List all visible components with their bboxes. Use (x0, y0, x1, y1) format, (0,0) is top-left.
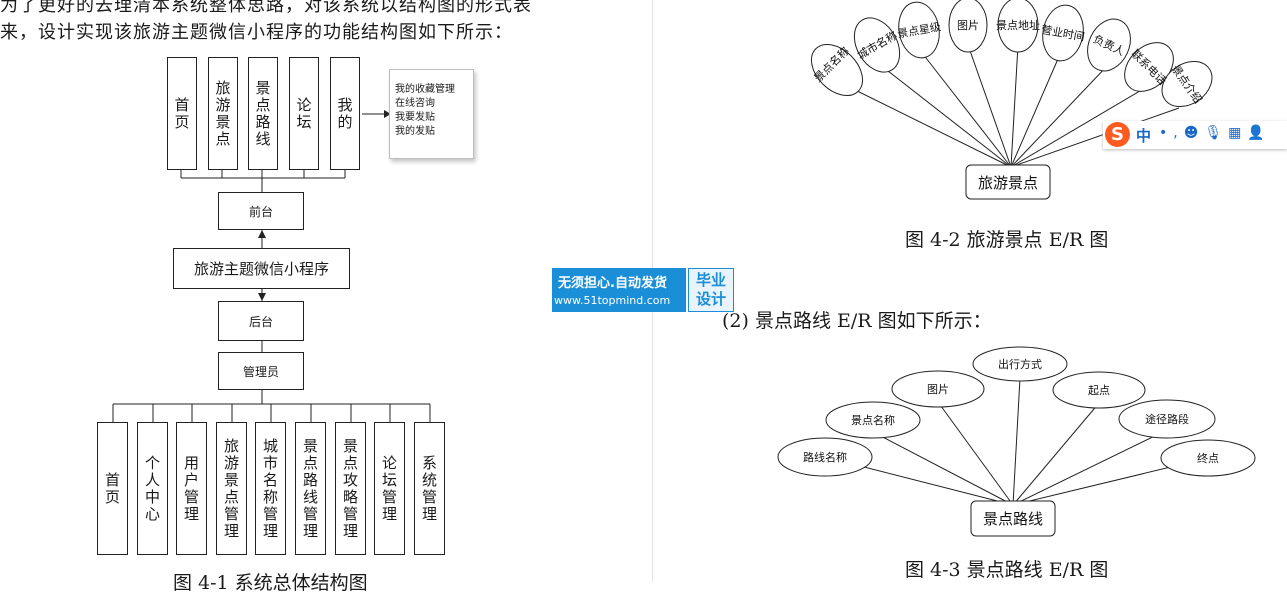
mine-item: 我的发贴 (395, 126, 435, 137)
watermark-badge-line-2: 设计 (695, 290, 726, 308)
mine-item: 我的收藏管理 (395, 84, 455, 95)
front-module-mine: 我的 (330, 57, 360, 170)
er1-attr-ellipse (811, 44, 863, 96)
er2-attr-ellipse (777, 437, 873, 477)
admin-module-guides: 景点攻略管理 (335, 422, 366, 555)
body-text-line-1: 为了更好的去理清本系统整体思路，对该系统以结构图的形式表 (0, 0, 532, 16)
admin-module-profile: 个人中心 (137, 422, 168, 555)
body-text-line-2: 来，设计实现该旅游主题微信小程序的功能结构图如下所示： (0, 22, 513, 43)
er2-entity-rect (970, 500, 1056, 537)
watermark-slogan: 无须担心.自动发货 (558, 276, 667, 291)
front-module-forum: 论坛 (289, 57, 319, 170)
er2-attr-label: 出行方式 (998, 357, 1042, 371)
er1-attr-ellipse (1087, 18, 1131, 72)
mine-item: 我要发贴 (395, 112, 435, 123)
er-diagram-routes: 路线名称 景点名称 图片 出行方式 起点 途径路段 终点 景点路线 (777, 346, 1256, 537)
er2-attr-label: 图片 (927, 383, 949, 396)
watermark-slogan-panel: 无须担心.自动发货 www.51topmind.com (552, 268, 686, 312)
ime-logo-icon[interactable]: S (1105, 122, 1130, 147)
ime-tool-icons: •,☻🎙▦👤 (1159, 125, 1271, 141)
er1-attr-ellipse (1124, 42, 1174, 92)
watermark-badge-line-1: 毕业 (695, 271, 726, 289)
er2-intro-text: (2) 景点路线 E/R 图如下所示： (722, 310, 992, 332)
microphone-icon[interactable]: 🎙 (1204, 125, 1229, 141)
er2-attr-label: 途径路段 (1145, 412, 1189, 426)
er1-attr-ellipse (948, 0, 988, 53)
er2-attr-ellipse (1052, 371, 1146, 409)
er2-attr-label: 终点 (1197, 451, 1219, 465)
er1-entity-label: 旅游景点 (978, 174, 1038, 192)
er2-attr-label: 景点名称 (851, 413, 895, 427)
admin-module-home: 首页 (97, 422, 128, 555)
er1-attr-label: 景点地址 (996, 18, 1040, 32)
emoji-icon[interactable]: ☻ (1183, 125, 1205, 141)
front-module-home: 首页 (167, 57, 197, 170)
admin-module-forum: 论坛管理 (374, 422, 405, 555)
er2-attr-ellipse (891, 370, 985, 408)
watermark-badge: 无须担心.自动发货 www.51topmind.com 毕业 设计 (552, 268, 734, 312)
back-end-box: 后台 (218, 301, 304, 341)
er1-attr-label: 图片 (957, 19, 979, 32)
er1-attr-ellipse (1042, 4, 1084, 62)
admin-box: 管理员 (218, 352, 304, 390)
admin-module-cities: 城市名称管理 (255, 422, 286, 555)
ime-toolbar[interactable]: S 中 •,☻🎙▦👤 (1103, 121, 1287, 149)
admin-module-routes: 景点路线管理 (295, 422, 326, 555)
front-module-attractions: 旅游景点 (208, 57, 238, 170)
admin-module-users: 用户管理 (176, 422, 207, 555)
er2-entity-label: 景点路线 (983, 510, 1043, 528)
er2-attr-ellipse (972, 346, 1068, 382)
er2-attr-ellipse (1118, 399, 1216, 439)
er-diagram-attractions: 景点名称 城市名称 景点星级 图片 景点地址 营业时间 负责人 联系电话 景点介… (811, 0, 1213, 200)
er1-attr-ellipse (898, 1, 940, 59)
admin-module-attractions: 旅游景点管理 (216, 422, 247, 555)
er1-attr-ellipse (997, 0, 1039, 53)
ime-mode-toggle[interactable]: 中 (1136, 127, 1152, 145)
front-module-routes: 景点路线 (248, 57, 278, 170)
mine-item: 在线咨询 (395, 98, 435, 109)
punctuation-icon[interactable]: •, (1159, 125, 1184, 141)
er1-entity-rect (965, 164, 1051, 200)
er2-attr-ellipse (1160, 439, 1256, 477)
er2-attr-ellipse (825, 401, 921, 439)
figure-caption-4-3: 图 4-3 景点路线 E/R 图 (905, 559, 1109, 581)
admin-module-system: 系统管理 (414, 422, 445, 555)
figure-caption-4-2: 图 4-2 旅游景点 E/R 图 (905, 229, 1109, 251)
watermark-graduation-design: 毕业 设计 (688, 268, 734, 312)
watermark-url: www.51topmind.com (554, 294, 671, 307)
mini-program-box: 旅游主题微信小程序 (173, 248, 350, 289)
front-end-box: 前台 (218, 192, 304, 230)
mine-submenu-box: 我的收藏管理 在线咨询 我要发贴 我的发贴 (389, 69, 474, 159)
er2-attr-label: 路线名称 (803, 450, 847, 464)
er1-attr-ellipse (1161, 60, 1213, 108)
er2-attr-label: 起点 (1088, 384, 1110, 397)
er1-attr-ellipse (853, 17, 901, 73)
user-icon[interactable]: 👤 (1247, 125, 1271, 141)
keyboard-icon[interactable]: ▦ (1228, 125, 1248, 141)
